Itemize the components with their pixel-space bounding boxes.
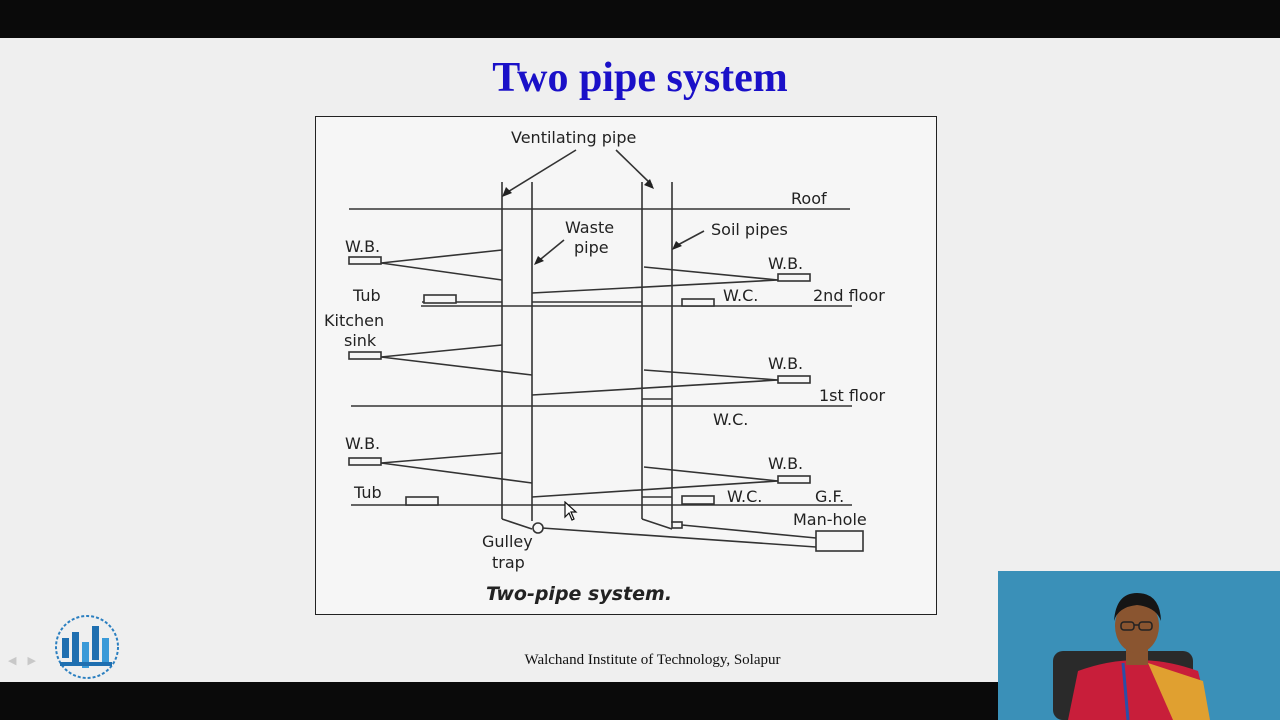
sink-branch-b xyxy=(381,357,532,375)
presenter-video xyxy=(998,571,1280,720)
label-waste: Waste xyxy=(565,218,614,237)
soil-branch-gf-wb-b xyxy=(644,467,778,481)
drain-from-gulley xyxy=(542,528,816,547)
label-tub-2nd: Tub xyxy=(352,286,381,305)
label-soil-pipes: Soil pipes xyxy=(711,220,788,239)
soil-pipe-bend xyxy=(642,519,672,529)
kitchen-sink xyxy=(349,352,381,359)
label-gulley: Gulley xyxy=(482,532,533,551)
mouse-pointer-icon xyxy=(564,501,578,521)
label-trap: trap xyxy=(492,553,525,572)
waste-pipe-bend xyxy=(502,519,532,529)
institute-logo xyxy=(52,612,122,682)
slide-nav-arrows-icon[interactable]: ◀ ▶ xyxy=(8,654,40,667)
wash-basin-2nd-left xyxy=(349,257,381,264)
label-first-floor: 1st floor xyxy=(819,386,886,405)
arrowhead-vent-left xyxy=(502,187,512,197)
label-wc-1st: W.C. xyxy=(713,410,748,429)
label-kitchen: Kitchen xyxy=(324,311,384,330)
wash-basin-gf-left xyxy=(349,458,381,465)
wash-basin-1st xyxy=(778,376,810,383)
diagram-svg: Ventilating pipe Roof Waste pipe Soil pi… xyxy=(316,117,936,614)
footer-institute: Walchand Institute of Technology, Solapu… xyxy=(440,652,865,669)
label-tub-gf: Tub xyxy=(353,483,382,502)
label-waste-pipe: pipe xyxy=(574,238,609,257)
label-ventilating-pipe: Ventilating pipe xyxy=(511,128,636,147)
arrowhead-soil xyxy=(672,241,682,250)
label-second-floor: 2nd floor xyxy=(813,286,885,305)
top-letterbox xyxy=(0,0,1280,38)
label-man-hole: Man-hole xyxy=(793,510,867,529)
vent-pipe-leader-left xyxy=(506,150,576,193)
wb-branch-2nd-b xyxy=(381,263,502,280)
label-wc-gf: W.C. xyxy=(727,487,762,506)
label-wb-gf-left: W.B. xyxy=(345,434,380,453)
label-wb-2nd-right: W.B. xyxy=(768,254,803,273)
label-roof: Roof xyxy=(791,189,827,208)
presenter-illustration xyxy=(998,571,1280,720)
tub-2nd xyxy=(424,295,456,303)
gulley-trap xyxy=(533,523,543,533)
label-wb-gf-right: W.B. xyxy=(768,454,803,473)
man-hole xyxy=(816,531,863,551)
soil-branch-1st-wb-a xyxy=(532,380,778,395)
soil-branch-2nd-wb-b xyxy=(644,267,778,280)
sink-branch-a xyxy=(381,345,502,357)
wc-gf xyxy=(682,496,714,504)
diagram-caption: Two-pipe system. xyxy=(486,583,672,605)
wb-branch-gf-a xyxy=(381,453,502,463)
label-wb-2nd-left: W.B. xyxy=(345,237,380,256)
wb-branch-gf-b xyxy=(381,463,532,483)
label-wc-2nd: W.C. xyxy=(723,286,758,305)
wc-2nd xyxy=(682,299,714,306)
wb-branch-2nd-a xyxy=(381,250,502,263)
arrowhead-vent-right xyxy=(644,179,654,189)
slide-title: Two pipe system xyxy=(0,54,1280,102)
vent-pipe-leader-right xyxy=(616,150,652,185)
label-sink: sink xyxy=(344,331,377,350)
two-pipe-diagram: Ventilating pipe Roof Waste pipe Soil pi… xyxy=(315,116,937,615)
tub-gf xyxy=(406,497,438,505)
label-ground-floor: G.F. xyxy=(815,487,844,506)
wash-basin-gf-right xyxy=(778,476,810,483)
soil-trap xyxy=(672,522,682,528)
soil-branch-1st-wb-b xyxy=(644,370,778,380)
wash-basin-2nd-right xyxy=(778,274,810,281)
label-wb-1st: W.B. xyxy=(768,354,803,373)
